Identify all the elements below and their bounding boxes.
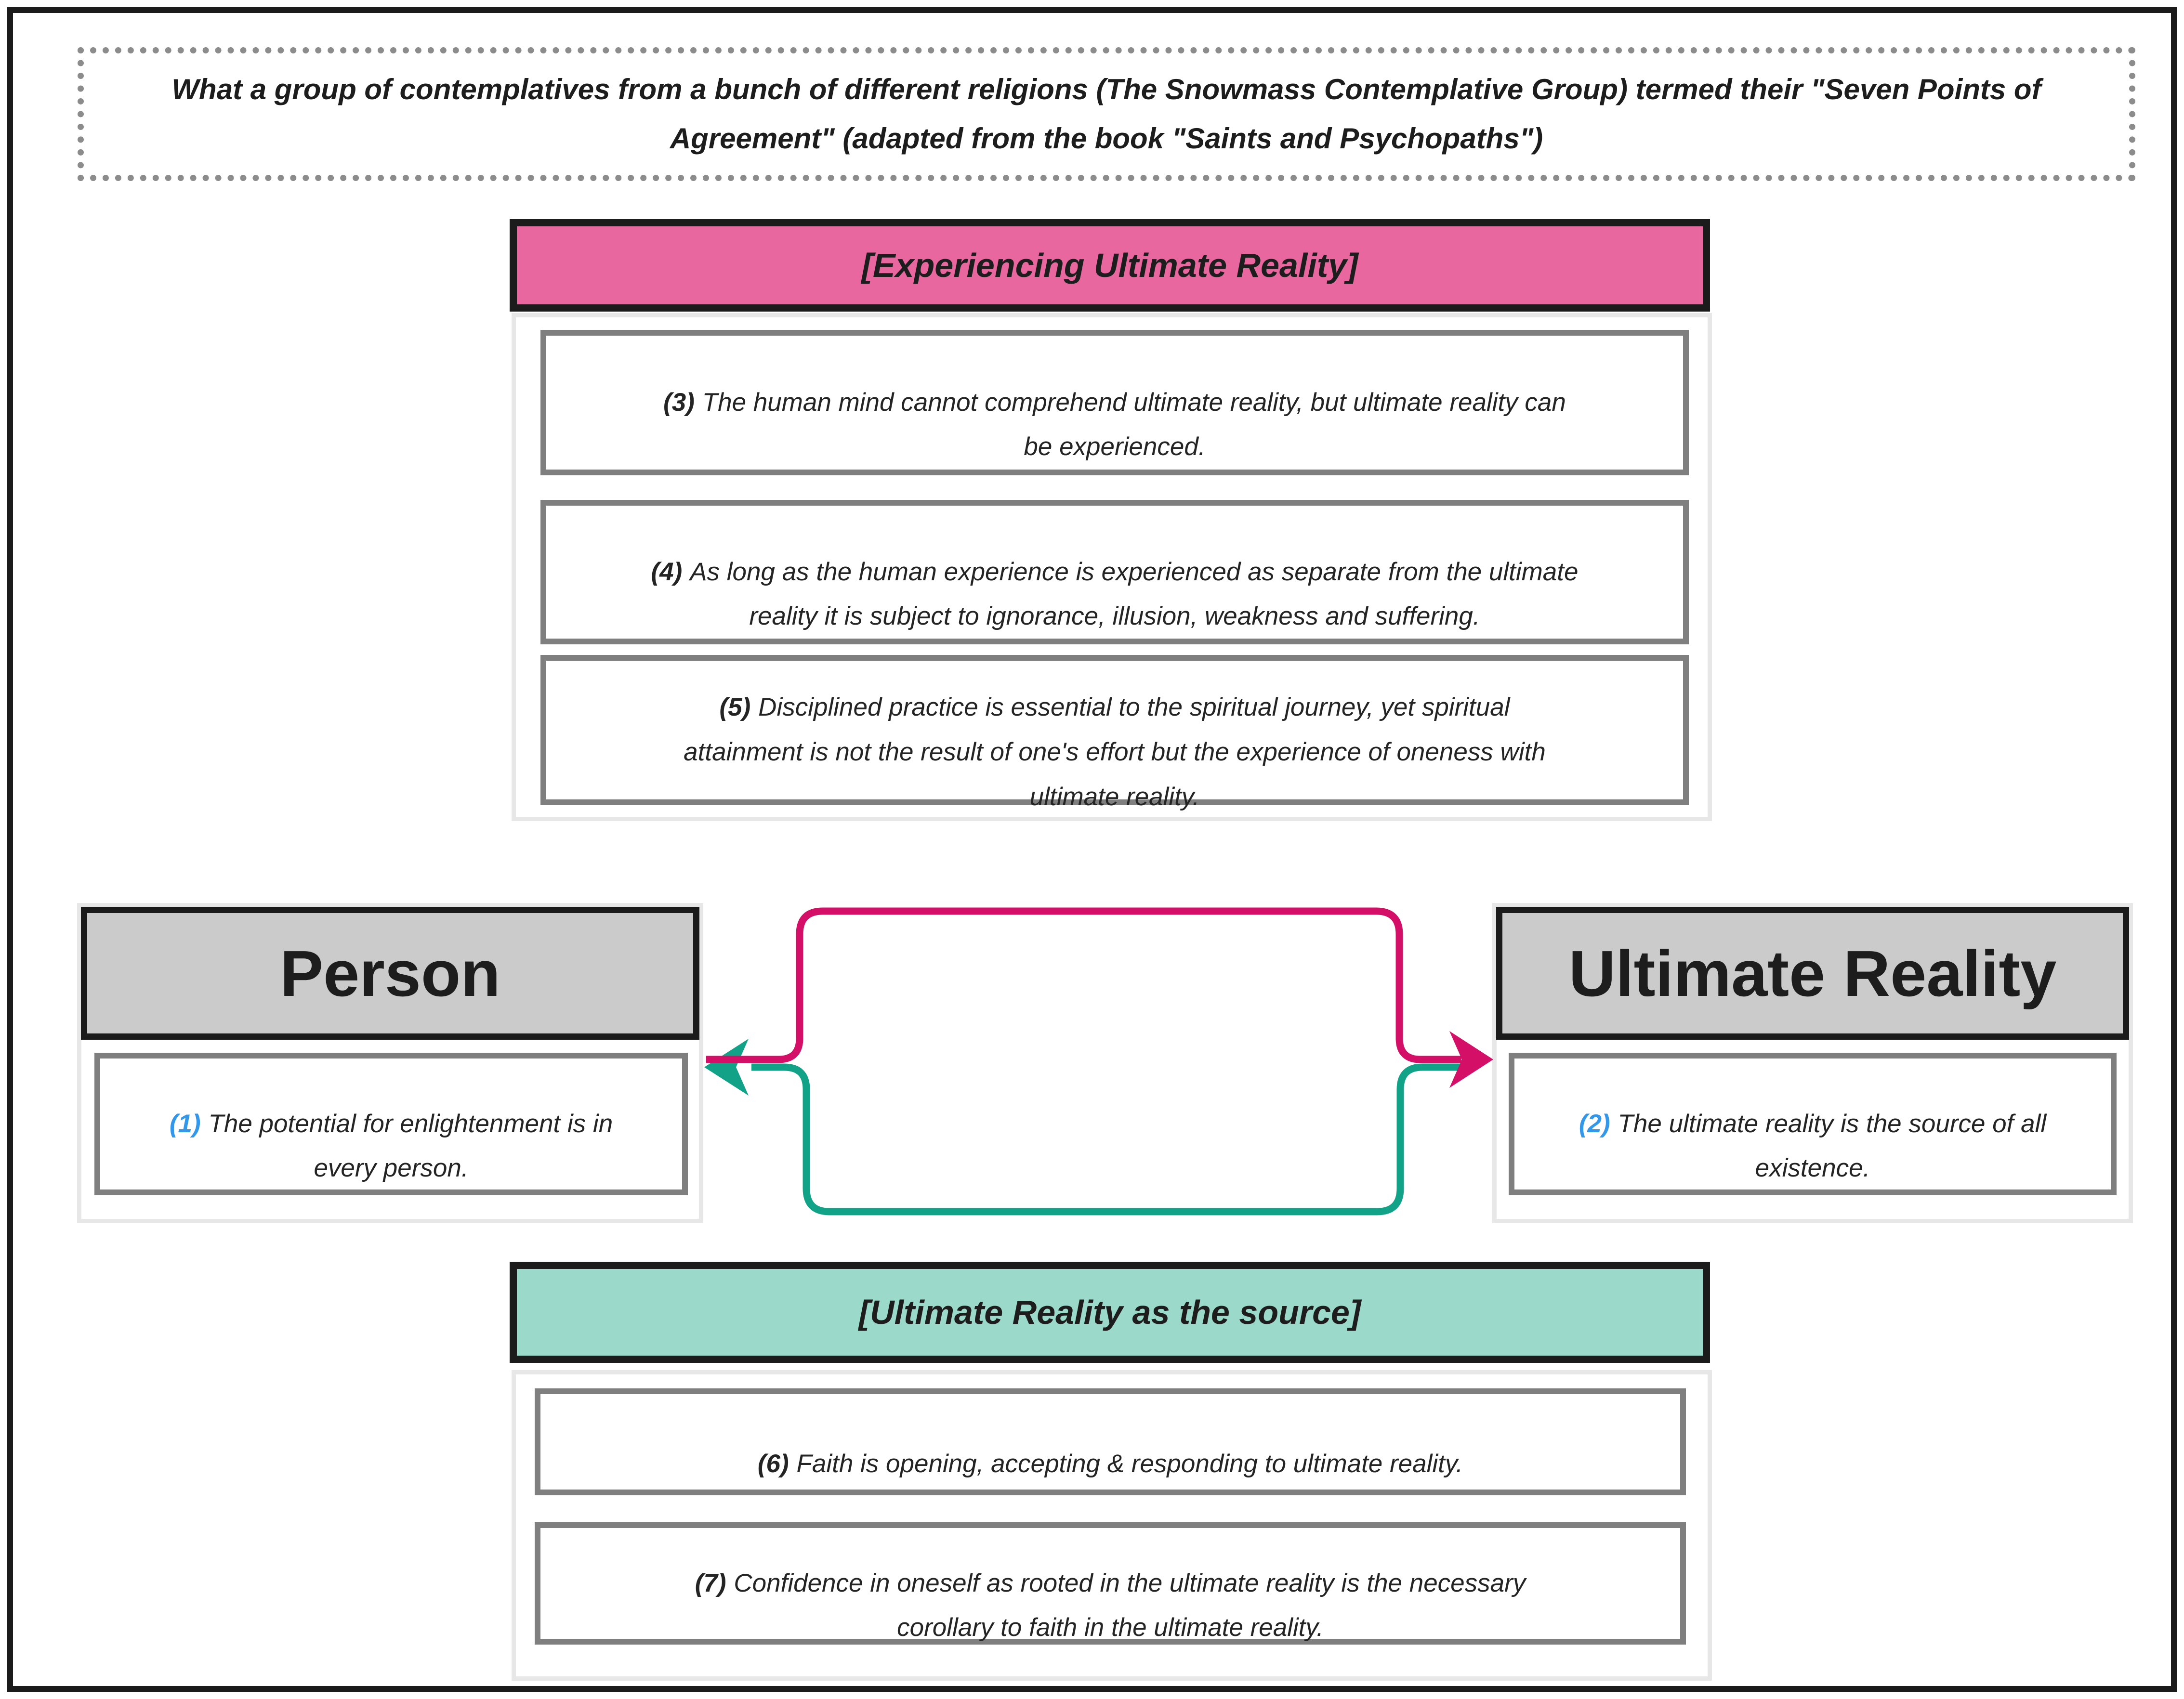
point-3: (3)The human mind cannot comprehend ulti… <box>663 336 1566 470</box>
point-2-number: (2) <box>1579 1109 1610 1138</box>
point-3-text: The human mind cannot comprehend ultimat… <box>702 388 1566 461</box>
point-box-2: (2) The ultimate reality is the source of… <box>1509 1053 2117 1195</box>
point-7: (7) Confidence in oneself as rooted in th… <box>695 1516 1526 1650</box>
point-4: (4)As long as the human experience is ex… <box>651 505 1579 639</box>
point-7-text: Confidence in oneself as rooted in the u… <box>734 1568 1526 1642</box>
source-header-label: [Ultimate Reality as the source] <box>858 1294 1361 1331</box>
point-5: (5)Disciplined practice is essential to … <box>684 641 1546 820</box>
ultimate-reality-node: Ultimate Reality <box>1496 907 2129 1040</box>
experiencing-header-label: [Experiencing Ultimate Reality] <box>861 247 1358 284</box>
point-1-number: (1) <box>169 1109 201 1138</box>
experiencing-ultimate-reality-header: [Experiencing Ultimate Reality] <box>510 219 1710 312</box>
point-2: (2) The ultimate reality is the source of… <box>1579 1057 2046 1191</box>
point-box-7: (7) Confidence in oneself as rooted in th… <box>535 1522 1686 1645</box>
point-6-text: Faith is opening, accepting & responding… <box>796 1450 1463 1478</box>
point-3-number: (3) <box>663 388 695 417</box>
ultimate-reality-source-header: [Ultimate Reality as the source] <box>510 1262 1710 1363</box>
point-box-6: (6)Faith is opening, accepting & respond… <box>535 1388 1686 1495</box>
point-box-3: (3)The human mind cannot comprehend ulti… <box>540 330 1689 475</box>
point-6-number: (6) <box>757 1450 789 1478</box>
diagram-title-text: What a group of contemplatives from a bu… <box>171 73 2041 155</box>
person-label: Person <box>280 937 500 1010</box>
point-4-text: As long as the human experience is exper… <box>690 557 1579 631</box>
person-node: Person <box>81 907 699 1040</box>
point-2-text: The ultimate reality is the source of al… <box>1618 1109 2047 1183</box>
point-box-5: (5)Disciplined practice is essential to … <box>540 655 1689 811</box>
point-1: (1)The potential for enlightenment is in… <box>170 1057 613 1191</box>
point-1-text: The potential for enlightenment is in ev… <box>208 1109 613 1183</box>
point-7-number: (7) <box>695 1568 726 1597</box>
point-box-4: (4)As long as the human experience is ex… <box>540 500 1689 644</box>
point-5-number: (5) <box>719 693 751 722</box>
diagram-title: What a group of contemplatives from a bu… <box>78 47 2135 181</box>
page-border-frame <box>7 7 2177 1692</box>
point-5-text: Disciplined practice is essential to the… <box>684 693 1546 811</box>
point-6: (6)Faith is opening, accepting & respond… <box>758 1397 1463 1487</box>
point-box-1: (1)The potential for enlightenment is in… <box>94 1053 688 1195</box>
point-4-number: (4) <box>651 557 683 586</box>
ultimate-reality-label: Ultimate Reality <box>1568 937 2057 1010</box>
